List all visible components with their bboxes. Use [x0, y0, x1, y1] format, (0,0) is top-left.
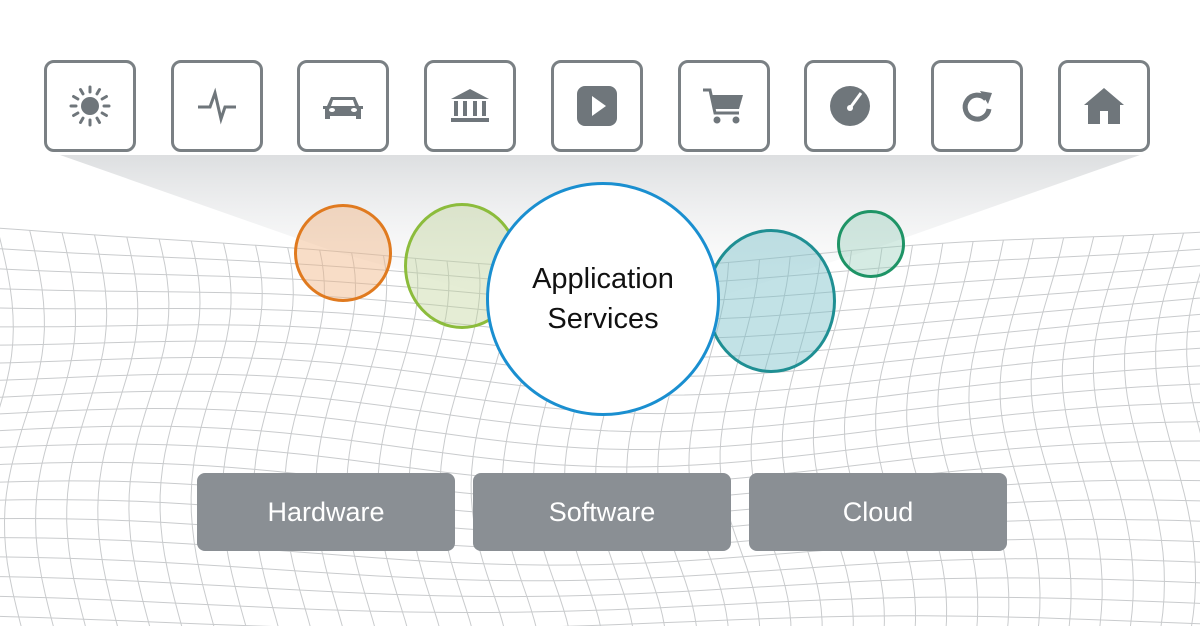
mesh-line [252, 247, 294, 626]
mesh-line [377, 258, 419, 626]
pulse-tile[interactable] [170, 60, 263, 152]
mesh-line [0, 236, 14, 408]
mesh-line [283, 250, 325, 626]
label-line-2: Services [547, 303, 659, 335]
mesh-line [190, 242, 232, 626]
pulse-icon [197, 87, 236, 125]
car-tile[interactable] [297, 60, 390, 152]
mesh-line [1092, 235, 1134, 626]
mesh-line [1155, 232, 1197, 626]
sun-tile[interactable] [44, 60, 136, 152]
label-line-1: Application [532, 263, 674, 295]
cart-icon [702, 88, 743, 124]
mesh-line [906, 243, 948, 626]
mesh-line [999, 238, 1041, 626]
mesh-line [221, 245, 263, 626]
mesh-line [0, 421, 1200, 468]
software-button[interactable]: Software [473, 473, 731, 551]
mesh-line [1030, 237, 1072, 626]
mesh-line [1186, 272, 1200, 434]
mesh-line [0, 595, 1200, 613]
mesh-line [875, 245, 917, 626]
play-icon [576, 86, 617, 126]
mesh-line [66, 234, 108, 626]
speedometer-tile[interactable] [804, 60, 897, 152]
orange-circle [294, 204, 392, 302]
sun-icon [69, 85, 111, 127]
mesh-line [159, 240, 201, 626]
mesh-line [97, 236, 139, 626]
application-services-circle [486, 182, 720, 416]
speedometer-icon [830, 86, 871, 126]
mesh-line [0, 556, 1200, 582]
bank-icon [451, 89, 490, 122]
mesh-line [0, 615, 1200, 626]
car-icon [323, 97, 364, 119]
mesh-line [3, 230, 45, 626]
home-icon [1083, 88, 1124, 124]
bank-tile[interactable] [424, 60, 517, 152]
cart-tile[interactable] [677, 60, 770, 152]
mesh-line [35, 232, 77, 626]
mesh-line [0, 383, 1200, 433]
mesh-line [1123, 234, 1165, 626]
mesh-line [937, 241, 979, 626]
mesh-line [968, 239, 1010, 626]
mesh-line [346, 255, 388, 626]
mesh-line [0, 576, 1200, 598]
mesh-line [812, 250, 854, 626]
play-tile[interactable] [550, 60, 643, 152]
hardware-button[interactable]: Hardware [197, 473, 455, 551]
home-tile[interactable] [1057, 60, 1150, 152]
mesh-line [1061, 236, 1103, 626]
mesh-line [0, 537, 1200, 566]
mesh-line [315, 252, 357, 626]
cloud-button[interactable]: Cloud [749, 473, 1007, 551]
teal-circle [706, 229, 836, 373]
refresh-icon [962, 91, 992, 122]
mesh-line [0, 402, 1200, 450]
small-green-circle [837, 210, 905, 278]
mesh-line [128, 238, 170, 626]
mesh-line [843, 247, 885, 626]
refresh-tile[interactable] [930, 60, 1023, 152]
